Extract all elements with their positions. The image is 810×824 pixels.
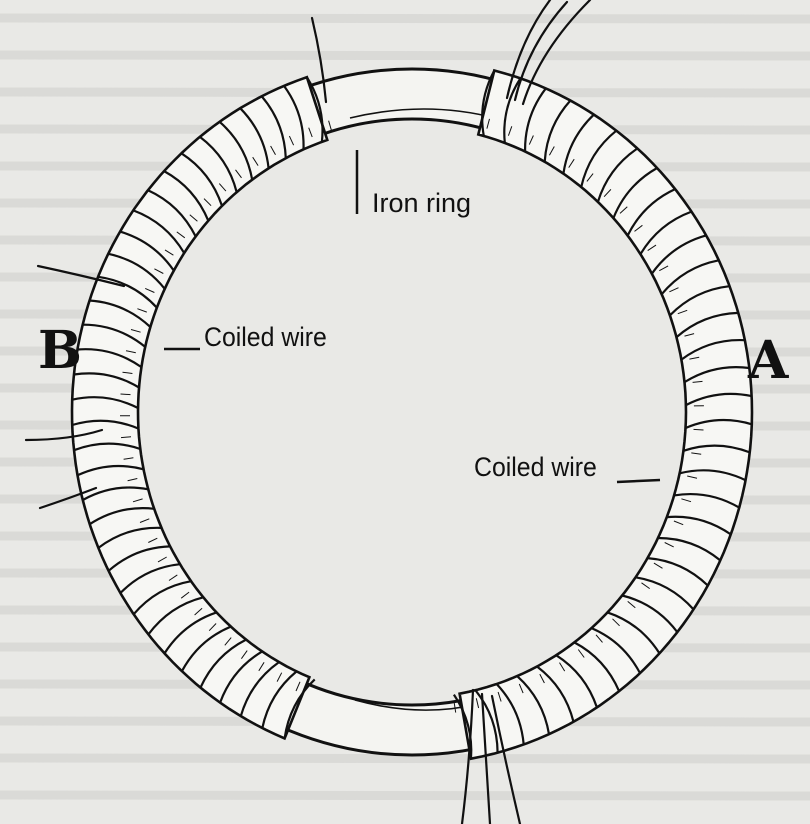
coil-hatch bbox=[694, 429, 704, 430]
iron-ring-label: Iron ring bbox=[372, 188, 471, 219]
side-b-label: B bbox=[38, 320, 82, 381]
coil-hatch bbox=[121, 394, 131, 395]
coiled-wire-left-label: Coiled wire bbox=[204, 322, 327, 353]
side-a-label: A bbox=[748, 330, 788, 391]
coiled-wire-right-label: Coiled wire bbox=[474, 452, 597, 483]
